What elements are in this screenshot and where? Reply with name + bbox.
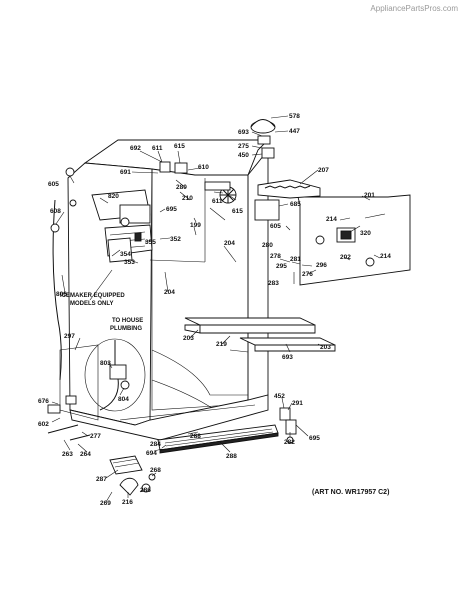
callout-280: 280 [176,184,187,191]
callout-320: 320 [360,230,371,237]
part-callouts: 578 447 693 275 450 692 611 615 610 691 … [38,113,391,507]
callout-691: 691 [120,169,131,176]
callout-611: 611 [152,145,163,152]
control-panel [297,194,411,286]
plumbing-note-line-2: PLUMBING [110,326,142,332]
callout-214b: 214 [380,253,391,260]
light-housing [254,179,321,221]
callout-268: 268 [150,467,161,474]
callout-608: 608 [50,208,61,215]
callout-203b: 203 [320,344,331,351]
callout-219: 219 [216,341,227,348]
callout-602: 602 [38,421,49,428]
callout-693: 693 [238,129,249,136]
callout-202: 202 [340,254,351,261]
callout-282: 282 [284,439,295,446]
callout-280b: 280 [262,242,273,249]
callout-295: 295 [276,263,287,270]
icemaker-assembly [91,189,153,263]
callout-204b: 204 [164,289,175,296]
thermostat-knob [250,119,276,159]
callout-353: 353 [124,259,135,266]
callout-207: 207 [318,167,329,174]
callout-611b: 611 [212,198,223,205]
callout-201: 201 [364,192,375,199]
water-valve [84,338,146,412]
rollers-and-legs [47,395,297,496]
callout-203: 203 [183,335,194,342]
callout-615b: 615 [232,208,243,215]
callout-288b: 288 [226,453,237,460]
callout-693b: 693 [282,354,293,361]
fan-motor [159,161,237,204]
callout-447: 447 [289,128,300,135]
callout-450: 450 [238,152,249,159]
callout-210: 210 [182,195,193,202]
callout-695: 695 [166,206,177,213]
callout-610: 610 [198,164,209,171]
icemaker-note-line-2: MODELS ONLY [70,301,113,307]
callout-276: 276 [302,271,313,278]
callout-287: 287 [96,476,107,483]
callout-281: 281 [290,256,301,263]
shelf-rails [184,317,336,352]
callout-615: 615 [174,143,185,150]
callout-286: 286 [140,487,151,494]
callout-355: 355 [145,239,156,246]
callout-263: 263 [62,451,73,458]
callout-277: 277 [90,433,101,440]
callout-214: 214 [326,216,337,223]
callout-685: 685 [290,201,301,208]
art-number: (ART NO. WR17957 C2) [312,489,390,496]
callout-264: 264 [80,451,91,458]
callout-278: 278 [270,253,281,260]
callout-452: 452 [274,393,285,400]
callout-275: 275 [238,143,249,150]
callout-804: 804 [118,396,129,403]
callout-820: 820 [108,193,119,200]
callout-803: 803 [100,360,111,367]
callout-352: 352 [170,236,181,243]
callout-692: 692 [130,145,141,152]
callout-291: 291 [292,400,303,407]
plumbing-note-line-1: TO HOUSE [112,318,143,324]
callout-288: 288 [190,433,201,440]
callout-578: 578 [289,113,300,120]
callout-297: 297 [64,333,75,340]
callout-296: 296 [316,262,327,269]
callout-199: 199 [190,222,201,229]
icemaker-note-line-1: ICEMAKER EQUIPPED [60,293,125,299]
toe-grille [157,424,279,454]
callout-694: 694 [146,450,157,457]
callout-354: 354 [120,251,131,258]
callout-605b: 605 [270,223,281,230]
callout-284: 284 [150,441,161,448]
watermark: AppliancePartsPros.com [370,4,458,13]
callout-605: 605 [48,181,59,188]
callout-806: 806 [56,291,67,298]
callout-676: 676 [38,398,49,405]
callout-695b: 695 [309,435,320,442]
callout-216: 216 [122,499,133,506]
callout-283: 283 [268,280,279,287]
leader-lines [51,115,381,503]
callout-269: 269 [100,500,111,507]
callout-204: 204 [224,240,235,247]
